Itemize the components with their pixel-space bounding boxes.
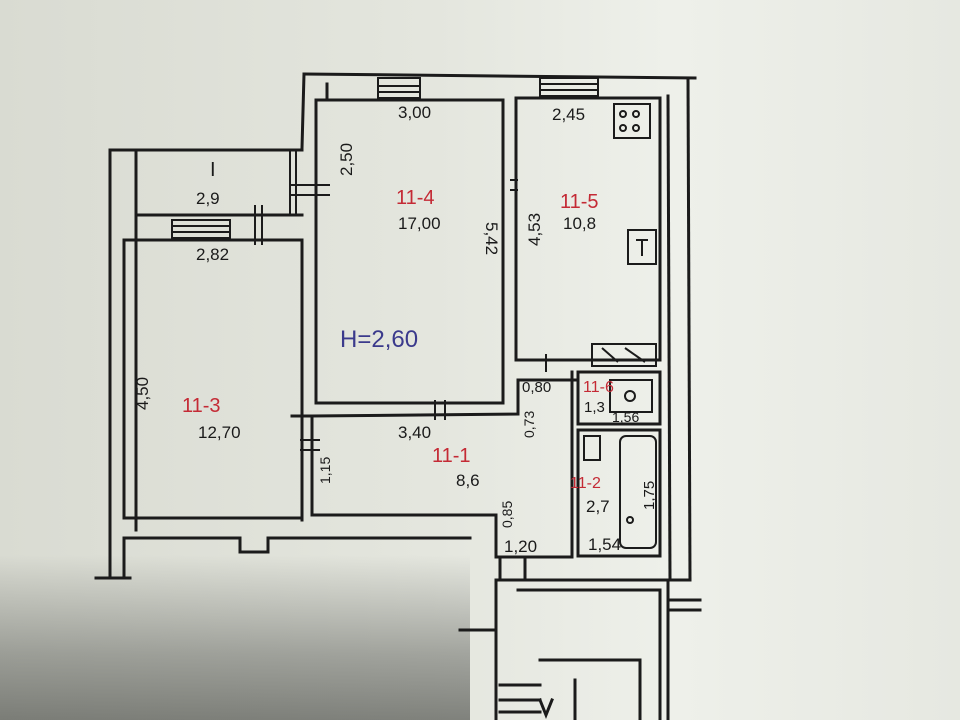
dim-room3-length: 4,50 [133, 376, 152, 410]
kitchen-counter [591, 343, 657, 367]
outer-wall-right-inner [666, 94, 672, 582]
dim-hall-small-c: 0,85 [499, 500, 515, 528]
room-11-3-id: 11-3 [182, 395, 221, 417]
dim-hall-side: 1,15 [317, 456, 333, 484]
toilet [609, 379, 653, 413]
hall-top-wall [310, 378, 577, 418]
dim-room4-side: 2,50 [337, 142, 356, 176]
window-room-11-3 [171, 219, 231, 239]
dim-hall-bottom: 1,20 [504, 537, 538, 556]
dim-wc-width: 1,56 [612, 409, 640, 425]
outer-wall-left-upper [300, 72, 306, 150]
balcony-door [290, 184, 330, 196]
dim-hall-width: 3,40 [398, 423, 432, 442]
hall-walls [310, 370, 574, 559]
window-room-11-4 [377, 77, 421, 99]
room-11-6-id: 11-6 [583, 379, 614, 396]
dim-room5-length: 4,53 [525, 212, 544, 246]
room-11-6-walls [576, 370, 662, 426]
dim-bath-width: 1,54 [588, 535, 622, 554]
room-11-5-id: 11-5 [560, 191, 599, 213]
room-11-5-walls [514, 96, 662, 362]
stair-landing [538, 658, 642, 720]
balcony-mark: I [210, 159, 216, 181]
room-11-4-area: 17,00 [398, 214, 441, 233]
window-room-11-5 [539, 77, 599, 97]
balcony-area: 2,9 [196, 189, 220, 208]
room-11-2-walls [576, 428, 662, 558]
room-11-6-area: 1,3 [584, 399, 605, 416]
room-11-4-walls [314, 98, 505, 405]
dim-bath-length: 1,75 [641, 480, 658, 510]
stove [613, 103, 651, 139]
outer-wall-top [302, 72, 697, 80]
stair-steps [498, 683, 542, 714]
outer-wall-right [686, 76, 692, 582]
room-11-4-id: 11-4 [396, 187, 435, 209]
dim-hall-small-a: 0,80 [522, 379, 552, 396]
room-11-2-id: 11-2 [570, 475, 601, 492]
dim-room5-width: 2,45 [552, 105, 586, 124]
ceiling-height: H=2,60 [340, 326, 419, 353]
room-11-1-id: 11-1 [432, 445, 471, 467]
dim-room4-length: 5,42 [482, 222, 501, 256]
dim-room3-width: 2,82 [196, 245, 230, 264]
dim-room4-width: 3,00 [398, 103, 432, 122]
room-11-2-area: 2,7 [586, 497, 610, 516]
room-11-3-area: 12,70 [198, 423, 241, 442]
room-11-3-walls [122, 238, 304, 520]
room-11-5-area: 10,8 [563, 214, 597, 233]
bathtub [619, 435, 657, 549]
kitchen-sink [627, 229, 657, 265]
room-11-1-area: 8,6 [456, 471, 480, 490]
dim-hall-small-b: 0,73 [521, 410, 537, 438]
